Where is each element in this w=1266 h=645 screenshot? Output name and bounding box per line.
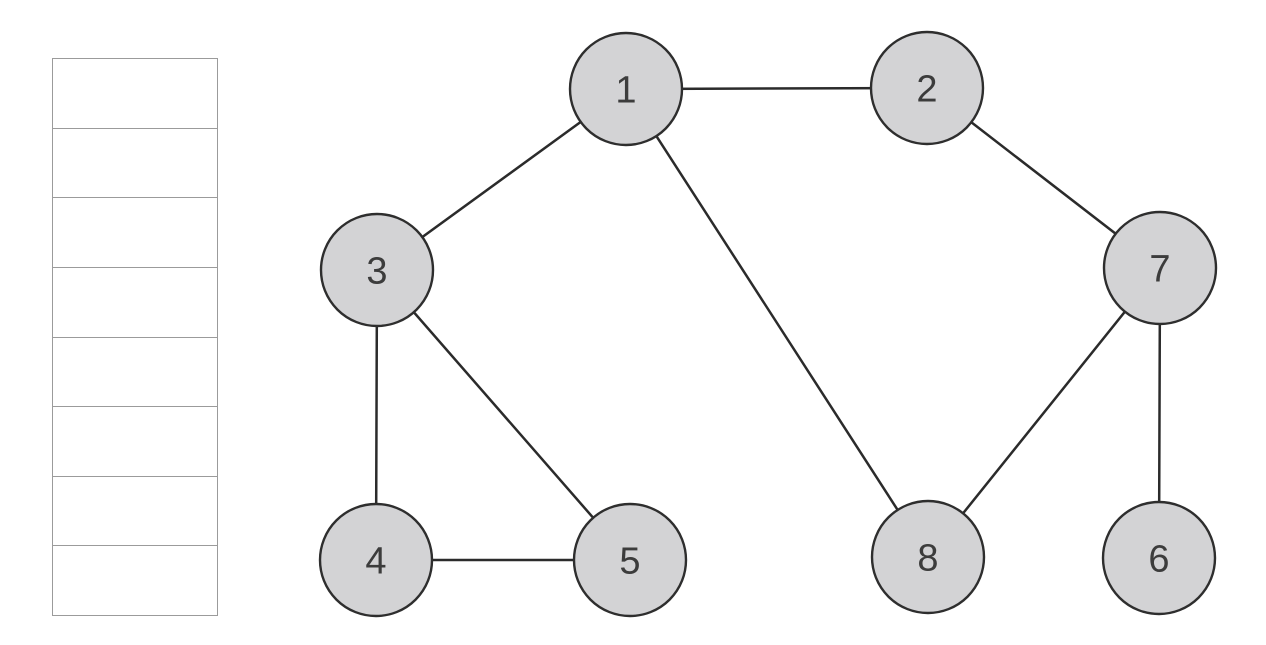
graph-node-label-3: 3 <box>366 250 387 292</box>
array-cell-3 <box>53 198 217 268</box>
array-table <box>52 58 218 616</box>
graph-edge-1-8 <box>624 87 930 559</box>
graph-edge-3-5 <box>375 268 632 562</box>
array-cell-2 <box>53 128 217 199</box>
graph-node-6 <box>1101 500 1217 616</box>
graph-node-1 <box>568 31 684 147</box>
graph-node-label-4: 4 <box>365 540 386 582</box>
graph-node-label-7: 7 <box>1149 248 1170 290</box>
graph-node-8 <box>870 499 986 615</box>
graph-node-3 <box>319 212 435 328</box>
graph-node-label-1: 1 <box>615 69 636 111</box>
array-cell-1 <box>53 59 217 129</box>
graph-node-label-5: 5 <box>619 540 640 582</box>
graph-node-5 <box>572 502 688 618</box>
graph-node-label-6: 6 <box>1148 538 1169 580</box>
graph-node-label-2: 2 <box>916 68 937 110</box>
array-cell-4 <box>53 267 217 338</box>
graph-node-7 <box>1102 210 1218 326</box>
graph-edge-7-8 <box>926 266 1162 559</box>
array-cell-6 <box>53 407 217 477</box>
graph-node-4 <box>318 502 434 618</box>
array-cell-5 <box>53 337 217 408</box>
array-cell-8 <box>53 546 217 615</box>
graph-node-label-8: 8 <box>917 537 938 579</box>
array-cell-7 <box>53 476 217 547</box>
graph-node-2 <box>869 30 985 146</box>
